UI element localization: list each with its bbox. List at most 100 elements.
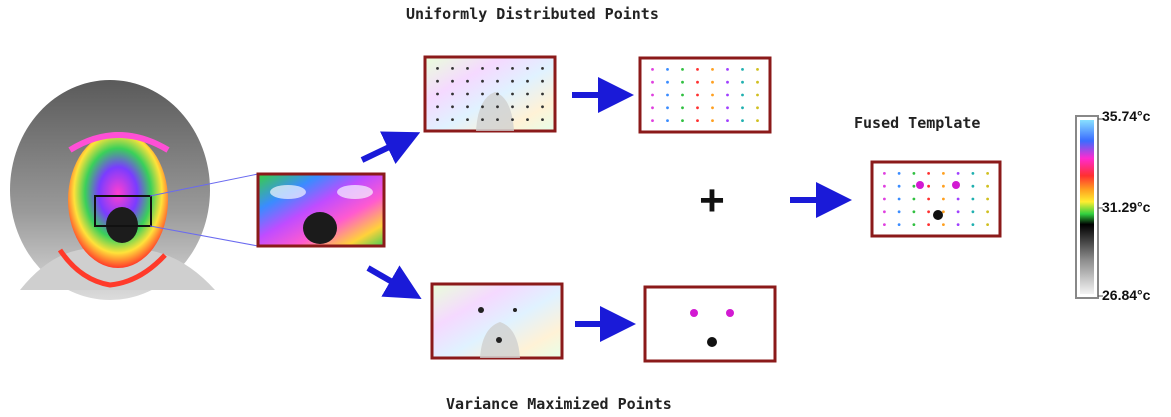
grid-point	[651, 119, 654, 122]
grid-point	[526, 105, 529, 109]
grid-point	[511, 105, 514, 109]
colorbar-min-value: 26.84	[1102, 287, 1138, 303]
grid-point	[451, 105, 454, 109]
grid-point	[942, 172, 945, 175]
zoom-line-top	[149, 173, 259, 197]
grid-point	[883, 210, 886, 214]
grid-point	[726, 119, 729, 122]
grid-point	[451, 92, 454, 96]
uniform-pale-template	[423, 55, 557, 133]
grid-point	[756, 106, 759, 110]
grid-point	[541, 92, 544, 96]
colorbar-unit-mid: °c	[1137, 199, 1151, 215]
grid-point	[756, 68, 759, 71]
grid-point	[696, 80, 699, 84]
uniform-points-title: Uniformly Distributed Points	[406, 5, 659, 23]
arrow-to-variance	[366, 265, 422, 300]
grid-point	[481, 79, 484, 83]
grid-point	[496, 118, 499, 121]
colorbar-min-label: 26.84°c	[1102, 287, 1150, 303]
grid-point	[496, 79, 499, 83]
zoom-line-bottom	[149, 225, 259, 247]
grid-point	[481, 92, 484, 96]
grid-point	[481, 67, 484, 70]
arrow-to-uniform	[360, 131, 421, 164]
grid-point	[912, 172, 916, 175]
uniform-points-grid	[651, 68, 759, 122]
grid-point	[466, 105, 469, 109]
grid-point	[986, 223, 989, 227]
grid-point	[912, 223, 916, 227]
grid-point	[711, 106, 714, 110]
grid-point	[726, 80, 729, 84]
grid-point	[541, 118, 544, 121]
grid-point	[651, 68, 654, 71]
grid-point	[883, 223, 886, 227]
grid-point	[451, 67, 454, 70]
grid-point	[927, 184, 930, 188]
grid-point	[741, 68, 744, 71]
grid-point	[526, 79, 529, 83]
grid-point	[696, 68, 699, 71]
grid-point	[651, 106, 654, 110]
grid-point	[741, 119, 744, 122]
grid-point	[711, 80, 714, 84]
grid-point	[942, 184, 945, 188]
grid-point	[541, 67, 544, 70]
grid-point	[986, 184, 989, 188]
grid-point	[436, 105, 439, 109]
grid-point	[912, 184, 916, 188]
grid-point	[726, 106, 729, 110]
grid-point	[971, 197, 975, 201]
grid-point	[756, 80, 759, 84]
grid-point	[711, 119, 714, 122]
grid-point	[897, 172, 901, 175]
colorbar-unit-bottom: °c	[1137, 287, 1151, 303]
grid-point	[651, 93, 654, 97]
grid-point	[526, 118, 529, 121]
grid-point	[756, 119, 759, 122]
grid-point	[956, 197, 960, 201]
grid-point	[696, 93, 699, 97]
variance-points-template	[643, 285, 777, 363]
grid-point	[651, 80, 654, 84]
grid-point	[496, 92, 499, 96]
colorbar-max-label: 35.74°c	[1102, 108, 1150, 124]
grid-point	[436, 118, 439, 121]
grid-point	[741, 106, 744, 110]
grid-point	[942, 223, 945, 227]
grid-point	[541, 105, 544, 109]
grid-point	[726, 93, 729, 97]
uniform-grid-points	[436, 67, 544, 121]
uniform-points-template	[638, 56, 772, 134]
grid-point	[956, 223, 960, 227]
variance-pale-template	[430, 282, 564, 360]
grid-point	[883, 184, 886, 188]
thermal-face-image	[10, 80, 215, 300]
zoomed-roi-image	[256, 172, 386, 248]
grid-point	[726, 68, 729, 71]
grid-point	[681, 68, 684, 71]
grid-point	[466, 92, 469, 96]
temperature-colorbar	[1075, 115, 1103, 299]
grid-point	[711, 93, 714, 97]
grid-point	[986, 210, 989, 214]
grid-point	[666, 106, 669, 110]
grid-point	[666, 68, 669, 71]
colorbar-unit-top: °c	[1137, 108, 1151, 124]
grid-point	[436, 92, 439, 96]
grid-point	[971, 172, 975, 175]
grid-point	[883, 172, 886, 175]
grid-point	[436, 67, 439, 70]
grid-point	[681, 80, 684, 84]
grid-point	[971, 210, 975, 214]
grid-point	[927, 210, 930, 214]
grid-point	[511, 92, 514, 96]
grid-point	[986, 197, 989, 201]
grid-point	[696, 119, 699, 122]
colorbar-mid-value: 31.29	[1102, 199, 1138, 215]
grid-point	[451, 79, 454, 83]
grid-point	[511, 67, 514, 70]
grid-point	[741, 80, 744, 84]
grid-point	[986, 172, 989, 175]
